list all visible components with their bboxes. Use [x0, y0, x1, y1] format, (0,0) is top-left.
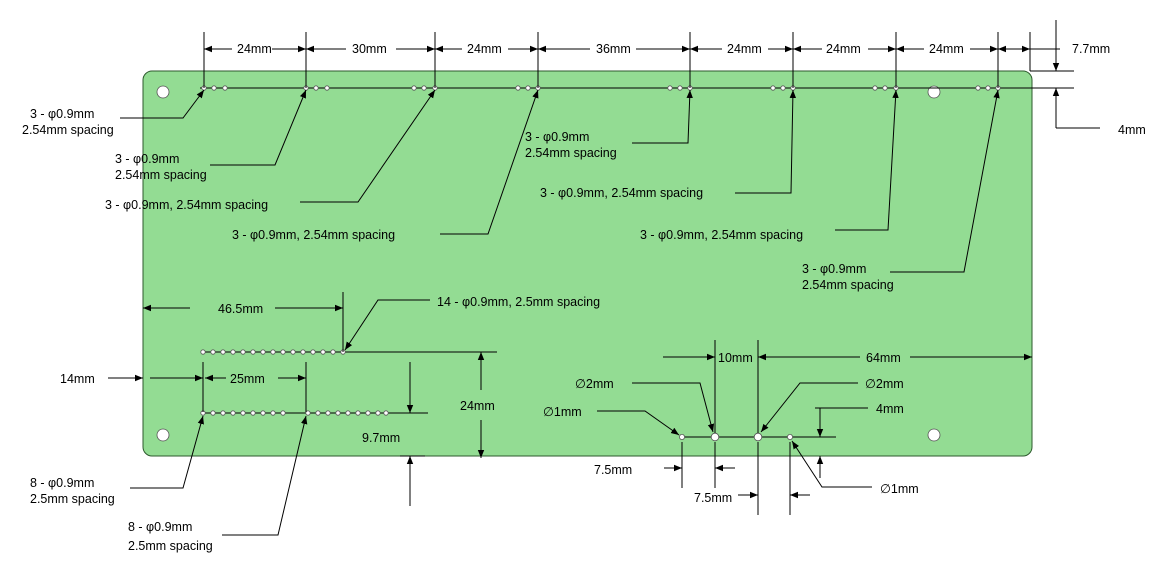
phi2-right-leader [760, 382, 858, 433]
dim-7-5a-label: 7.5mm [594, 463, 632, 477]
hole-2mm-right [753, 432, 763, 442]
top-dim-label-4: 36mm [596, 42, 631, 56]
callout-4: 3 - φ0.9mm, 2.54mm spacing [232, 228, 395, 242]
dim-24-label: 24mm [460, 399, 495, 413]
callout-5-line1: 3 - φ0.9mm [525, 130, 589, 144]
row-8-holes [200, 410, 389, 416]
pcb-board [142, 70, 1033, 457]
dim-25-label: 25mm [230, 372, 265, 386]
callout-8-line2: 2.54mm spacing [802, 278, 894, 292]
dim-4-label: 4mm [876, 402, 904, 416]
callout-1-line2: 2.54mm spacing [22, 123, 114, 137]
callout-2-line1: 3 - φ0.9mm [115, 152, 179, 166]
top-dim-label-7: 24mm [929, 42, 964, 56]
callout-b2-leader [222, 415, 308, 536]
callout-3: 3 - φ0.9mm, 2.54mm spacing [105, 198, 268, 212]
callout-14-leader [344, 299, 430, 351]
callout-5-line2: 2.54mm spacing [525, 146, 617, 160]
mounting-hole-bottom-right [927, 428, 941, 442]
dim-7-5b-label: 7.5mm [694, 491, 732, 505]
phi1-left-label: ∅1mm [543, 405, 582, 419]
callout-14-label: 14 - φ0.9mm, 2.5mm spacing [437, 295, 600, 309]
phi1-left-leader [597, 410, 680, 436]
dim-10-label: 10mm [718, 351, 753, 365]
callout-b2-line2: 2.5mm spacing [128, 539, 213, 553]
dim-46-5-label: 46.5mm [218, 302, 263, 316]
callout-b2-line1: 8 - φ0.9mm [128, 520, 192, 534]
callout-6: 3 - φ0.9mm, 2.54mm spacing [540, 186, 703, 200]
mounting-hole-top-left [156, 85, 170, 99]
phi2-left-leader [632, 382, 715, 433]
callout-7: 3 - φ0.9mm, 2.54mm spacing [640, 228, 803, 242]
dim-9-7-label: 9.7mm [362, 431, 400, 445]
dim-4-top-label: 4mm [1118, 123, 1146, 137]
row-14-holes [200, 349, 346, 355]
top-extension-lines [203, 32, 1031, 88]
hole-1mm-left [679, 433, 686, 440]
top-dim-label-3: 24mm [467, 42, 502, 56]
mounting-hole-bottom-left [156, 428, 170, 442]
top-dim-label-1: 24mm [237, 42, 272, 56]
hole-2mm-left [710, 432, 720, 442]
dim-7-7-label: 7.7mm [1072, 42, 1110, 56]
phi1-right-leader [791, 440, 872, 488]
callout-b1-line2: 2.5mm spacing [30, 492, 115, 506]
top-dim-label-2: 30mm [352, 42, 387, 56]
dim-64-label: 64mm [866, 351, 901, 365]
callout-2-line2: 2.54mm spacing [115, 168, 207, 182]
top-dim-label-5: 24mm [727, 42, 762, 56]
callout-b1-leader [130, 415, 204, 489]
mounting-hole-top-right [927, 85, 941, 99]
top-dim-label-6: 24mm [826, 42, 861, 56]
callout-b1-line1: 8 - φ0.9mm [30, 476, 94, 490]
top-callout-leaders [120, 89, 1000, 273]
callout-1-line1: 3 - φ0.9mm [30, 107, 94, 121]
callout-8-line1: 3 - φ0.9mm [802, 262, 866, 276]
dim-14-label: 14mm [60, 372, 95, 386]
phi2-right-label: ∅2mm [865, 377, 904, 391]
phi2-left-label: ∅2mm [575, 377, 614, 391]
phi1-right-label: ∅1mm [880, 482, 919, 496]
hole-1mm-right [787, 433, 794, 440]
